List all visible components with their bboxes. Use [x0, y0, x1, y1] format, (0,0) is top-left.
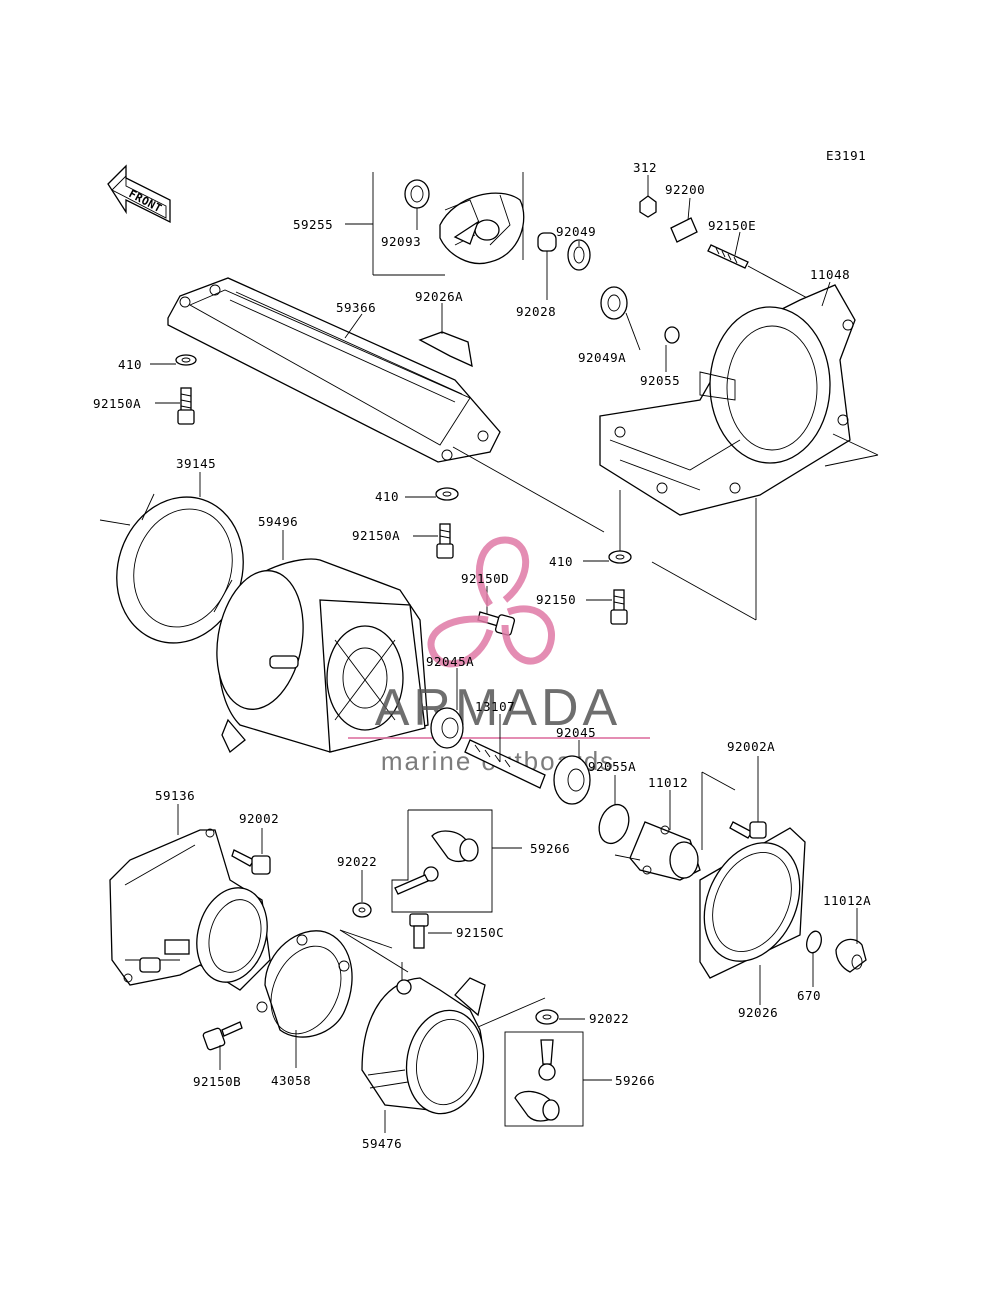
label-92028: 92028: [516, 304, 556, 319]
front-arrow-icon: FRONT: [107, 164, 171, 224]
bolt-92150A-b: [436, 523, 454, 559]
shaft-13107: [464, 739, 546, 789]
label-92022-a: 92022: [337, 854, 377, 869]
washer-410-a: [175, 354, 197, 366]
washer-410-c: [608, 550, 632, 564]
oring-92055A: [598, 803, 630, 845]
bolt-92002: [231, 849, 271, 875]
label-410-c: 410: [549, 554, 573, 569]
ride-plate-59366: [167, 277, 501, 463]
label-92150: 92150: [536, 592, 576, 607]
label-410-b: 410: [375, 489, 399, 504]
bolt-92150B: [202, 1021, 243, 1051]
duct-housing-11048: [599, 284, 856, 516]
label-59255: 59255: [293, 217, 333, 232]
bearing-92045A: [430, 707, 464, 749]
label-92049A: 92049A: [578, 350, 626, 365]
cover-92026: [699, 827, 806, 979]
cap-11012: [629, 821, 701, 881]
label-92049: 92049: [556, 224, 596, 239]
joint-59266-lower: [504, 1031, 612, 1127]
joint-59266-upper: [391, 809, 522, 913]
bolt-92150A-a: [177, 387, 195, 425]
label-92150D: 92150D: [461, 571, 509, 586]
label-11048: 11048: [810, 267, 850, 282]
bolt-92002A: [729, 821, 767, 839]
label-92022-b: 92022: [589, 1011, 629, 1026]
washer-92022-a: [352, 902, 372, 918]
label-59476: 59476: [362, 1136, 402, 1151]
label-11012: 11012: [648, 775, 688, 790]
impeller-59255: [439, 192, 525, 264]
pump-case-59496: [216, 558, 429, 754]
label-59366: 59366: [336, 300, 376, 315]
stud-92150E: [707, 244, 749, 269]
label-92055: 92055: [640, 373, 680, 388]
oring-670: [806, 930, 822, 954]
nozzle-59136: [109, 828, 271, 991]
propeller-logo-icon: [427, 536, 555, 668]
label-92002: 92002: [239, 811, 279, 826]
label-312: 312: [633, 160, 657, 175]
washer-410-b: [435, 487, 459, 501]
diagram-code: E3191: [826, 148, 866, 163]
impeller-group: [345, 172, 525, 276]
label-92002A: 92002A: [727, 739, 775, 754]
ring-43058: [256, 930, 353, 1038]
bolt-92150: [610, 589, 628, 625]
label-43058: 43058: [271, 1073, 311, 1088]
nut-312: [639, 195, 657, 218]
bearing-92045: [553, 755, 591, 805]
plate-92200: [670, 217, 698, 243]
bushing-92028: [537, 232, 557, 252]
washer-92022-b: [535, 1009, 559, 1025]
washer-92049: [567, 239, 591, 271]
label-92150C: 92150C: [456, 925, 504, 940]
watermark-brand: ARMADA: [375, 679, 621, 737]
label-59136: 59136: [155, 788, 195, 803]
label-670: 670: [797, 988, 821, 1003]
label-410-a: 410: [118, 357, 142, 372]
label-92150A-a: 92150A: [93, 396, 141, 411]
label-92150B: 92150B: [193, 1074, 241, 1089]
label-39145: 39145: [176, 456, 216, 471]
label-92093: 92093: [381, 234, 421, 249]
plate-92026A: [418, 331, 473, 368]
label-92055A: 92055A: [588, 759, 636, 774]
label-59266-b: 59266: [615, 1073, 655, 1088]
reverse-bucket-59476: [361, 977, 486, 1115]
label-59496: 59496: [258, 514, 298, 529]
label-92150A-b: 92150A: [352, 528, 400, 543]
label-92026A: 92026A: [415, 289, 463, 304]
cap-11012A: [835, 938, 867, 973]
oring-92055: [664, 326, 680, 344]
label-92200: 92200: [665, 182, 705, 197]
label-11012A: 11012A: [823, 893, 871, 908]
bushing-92093: [404, 179, 430, 209]
armada-watermark: ARMADA marine outboards: [348, 536, 650, 776]
bolt-92150C: [409, 913, 429, 949]
label-92045: 92045: [556, 725, 596, 740]
seal-92049A: [600, 286, 628, 320]
label-92045A: 92045A: [426, 654, 474, 669]
bolt-92150D: [477, 611, 516, 636]
label-59266-a: 59266: [530, 841, 570, 856]
label-92026: 92026: [738, 1005, 778, 1020]
label-92150E: 92150E: [708, 218, 756, 233]
label-13107: 13107: [475, 699, 515, 714]
